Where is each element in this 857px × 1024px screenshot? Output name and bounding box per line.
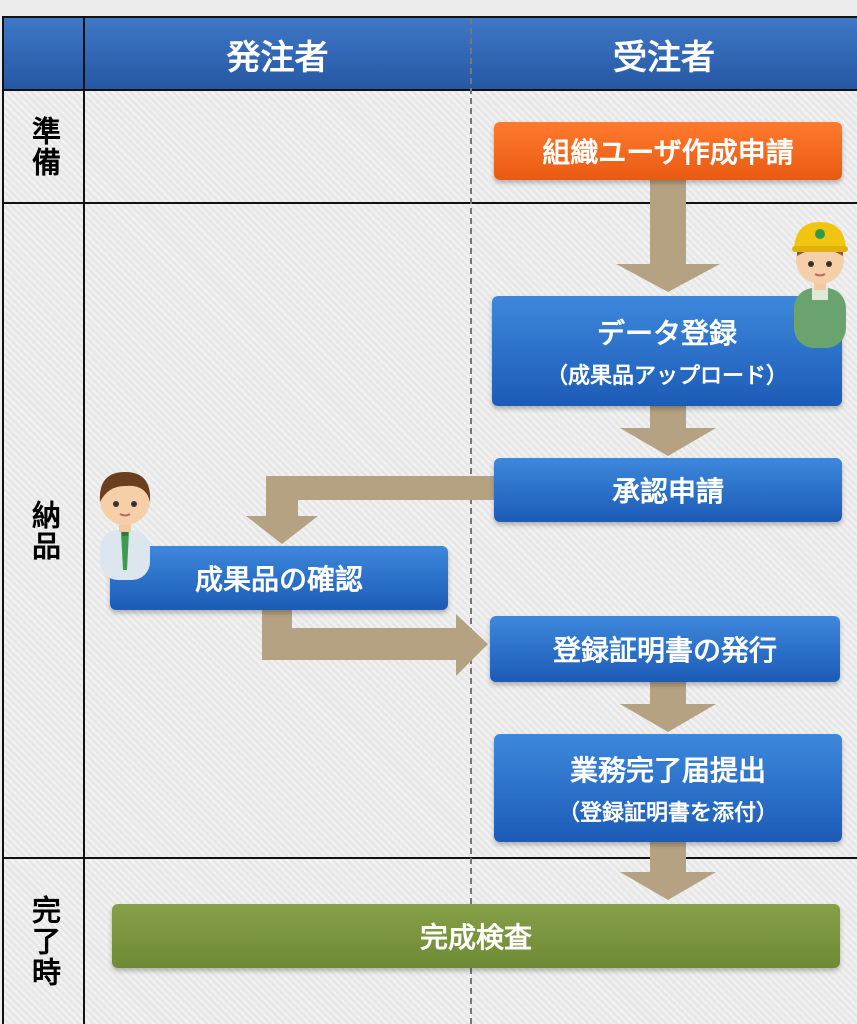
step-org-user-request: 組織ユーザ作成申請 [494,122,842,180]
step-approval-request: 承認申請 [494,458,842,522]
row-label-delivery-text: 納品 [27,499,62,562]
grid-line-header-bottom [4,89,857,91]
grid-line-label-col [83,16,85,1024]
orderer-officer-icon [99,472,151,580]
header-corner-cell [4,18,84,90]
grid-line-row2 [4,857,857,859]
grid-line-row1 [4,202,857,204]
arrow-check-to-certificate [262,606,488,676]
step-completion-report: 業務完了届提出 （登録証明書を添付） [494,734,842,842]
step-data-registration-sublabel: （成果品アップロード） [545,364,788,389]
contractor-worker-icon [792,222,848,348]
grid-line-column-divider [470,18,472,1024]
column-header-contractor: 受注者 [471,18,857,90]
arrow-down-3 [620,682,716,732]
step-certificate-issue-label: 登録証明書の発行 [552,634,777,667]
grid-line-top [4,16,857,18]
step-data-registration-label: データ登録 [596,317,737,350]
row-label-prep-text: 準備 [27,115,62,178]
arrow-down-1 [616,180,720,292]
row-label-delivery: 納品 [4,203,84,858]
row-label-completion: 完了時 [4,858,84,1024]
grid-line-left [2,16,4,1024]
step-completion-report-sublabel: （登録証明書を添付） [557,801,778,826]
arrow-down-2 [620,406,716,456]
arrow-down-4 [620,842,716,900]
step-approval-request-label: 承認申請 [611,475,724,508]
step-deliverable-check: 成果品の確認 [110,546,448,610]
column-header-orderer: 発注者 [84,18,471,90]
step-final-inspection: 完成検査 [112,904,840,968]
step-data-registration: データ登録 （成果品アップロード） [492,296,842,406]
row-label-completion-text: 完了時 [27,894,62,988]
step-deliverable-check-label: 成果品の確認 [194,563,363,596]
row-label-prep: 準備 [4,90,84,203]
step-org-user-request-label: 組織ユーザ作成申請 [542,136,794,169]
step-certificate-issue: 登録証明書の発行 [490,616,840,682]
arrow-approval-to-check [246,476,496,544]
step-completion-report-label: 業務完了届提出 [569,754,766,787]
step-final-inspection-label: 完成検査 [419,921,532,954]
